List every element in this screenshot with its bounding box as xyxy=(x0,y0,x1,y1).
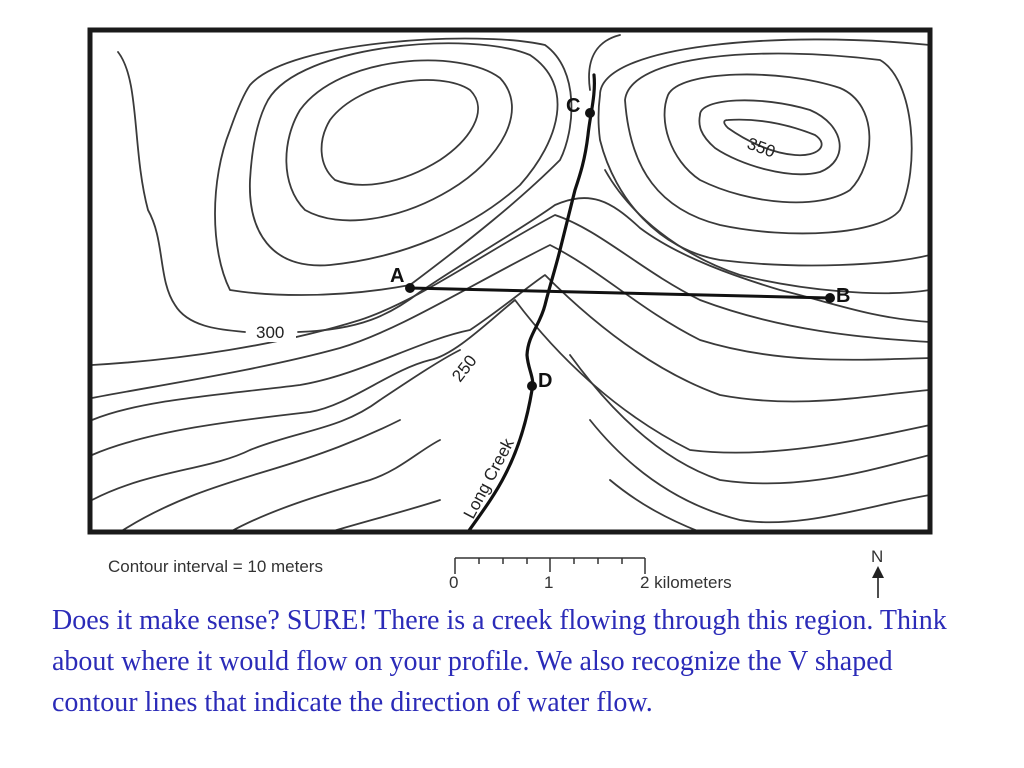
profile-line-a-b xyxy=(409,286,831,300)
point-a-label: A xyxy=(390,265,404,287)
point-a-marker xyxy=(405,283,415,293)
scale-tick-label: 1 xyxy=(544,573,553,592)
creek-line xyxy=(466,73,596,532)
contour-label-250: 250 xyxy=(448,351,480,385)
point-b-label: B xyxy=(836,285,850,307)
contour-line xyxy=(624,52,913,235)
map-legend: Contour interval = 10 meters 0 1 2 kilom… xyxy=(108,547,884,598)
contour-line xyxy=(91,274,930,421)
topographic-map-figure: Long Creek A B C D 300 250 350 Contour i… xyxy=(87,27,933,598)
contour-line xyxy=(663,73,871,204)
creek-name-label: Long Creek xyxy=(460,435,518,522)
scale-tick-label: 2 kilometers xyxy=(640,573,732,592)
contour-line xyxy=(119,419,930,532)
contour-line-350 xyxy=(723,118,823,157)
point-c-label: C xyxy=(566,95,580,117)
contour-line xyxy=(229,439,701,532)
point-d-label: D xyxy=(538,370,552,392)
north-arrow-icon xyxy=(872,566,884,598)
contour-line xyxy=(285,59,513,222)
contour-label-300: 300 xyxy=(256,323,284,342)
scale-tick-label: 0 xyxy=(449,573,458,592)
contour-value-labels: 300 250 350 xyxy=(250,134,778,385)
contour-label-350: 350 xyxy=(745,134,778,162)
contour-lines xyxy=(91,34,930,532)
contour-line xyxy=(249,42,559,267)
contour-interval-note: Contour interval = 10 meters xyxy=(108,557,323,576)
contour-line xyxy=(329,499,441,532)
contour-line xyxy=(320,79,479,186)
contour-line xyxy=(91,299,930,456)
explanation-caption: Does it make sense? SURE! There is a cre… xyxy=(52,605,947,718)
contour-line xyxy=(91,214,930,366)
contour-line xyxy=(588,34,930,295)
contour-line xyxy=(214,37,573,296)
point-c-marker xyxy=(585,108,595,118)
map-points: A B C D xyxy=(390,95,850,392)
contour-line xyxy=(698,99,841,176)
north-label: N xyxy=(871,547,883,566)
contour-line xyxy=(91,349,930,501)
contour-line-250 xyxy=(91,244,930,399)
contour-line-300 xyxy=(117,51,246,333)
scale-bar xyxy=(454,557,646,574)
map-frame xyxy=(87,27,933,535)
point-d-marker xyxy=(527,381,537,391)
point-b-marker xyxy=(825,293,835,303)
